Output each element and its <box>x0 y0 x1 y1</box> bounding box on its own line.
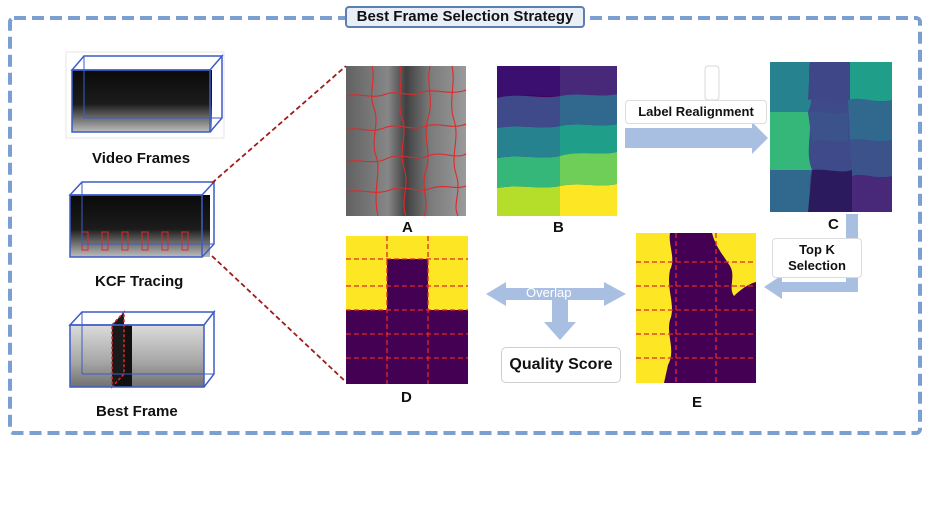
panel-a-label: A <box>402 219 413 236</box>
panel-a-ultrasound-icon <box>345 65 467 217</box>
label-realignment-box: Label Realignment <box>625 100 767 124</box>
quality-score-box: Quality Score <box>501 347 621 383</box>
panel-c-segmentation-map-icon <box>770 62 892 212</box>
panel-d-label: D <box>401 389 412 406</box>
panel-b-segmentation-map-icon <box>497 66 617 216</box>
overlap-label: Overlap <box>526 285 572 300</box>
video-frames-stack-icon <box>65 51 225 139</box>
top-k-arrow <box>764 214 858 299</box>
diagram-title: Best Frame Selection Strategy <box>345 6 585 28</box>
best-frame-stack-icon <box>68 309 216 389</box>
panel-e-selected-mask <box>636 233 756 383</box>
realign-notch <box>704 65 720 101</box>
panel-b-label: B <box>553 219 564 236</box>
overlap-arrow <box>486 282 626 340</box>
realign-arrow <box>625 122 768 154</box>
zoom-line-bottom <box>211 255 347 383</box>
top-k-line2: Selection <box>788 258 846 273</box>
top-k-line1: Top K <box>799 242 835 257</box>
best-frame-label: Best Frame <box>96 403 178 420</box>
panel-e-label: E <box>692 394 703 411</box>
panel-c-label: C <box>828 216 839 233</box>
zoom-line-top <box>211 65 347 184</box>
kcf-tracing-stack-icon <box>68 180 216 258</box>
video-frames-label: Video Frames <box>92 150 191 167</box>
panel-d-template-mask <box>346 236 468 384</box>
top-k-selection-box: Top K Selection <box>772 238 862 278</box>
kcf-tracing-label: KCF Tracing <box>95 273 184 290</box>
